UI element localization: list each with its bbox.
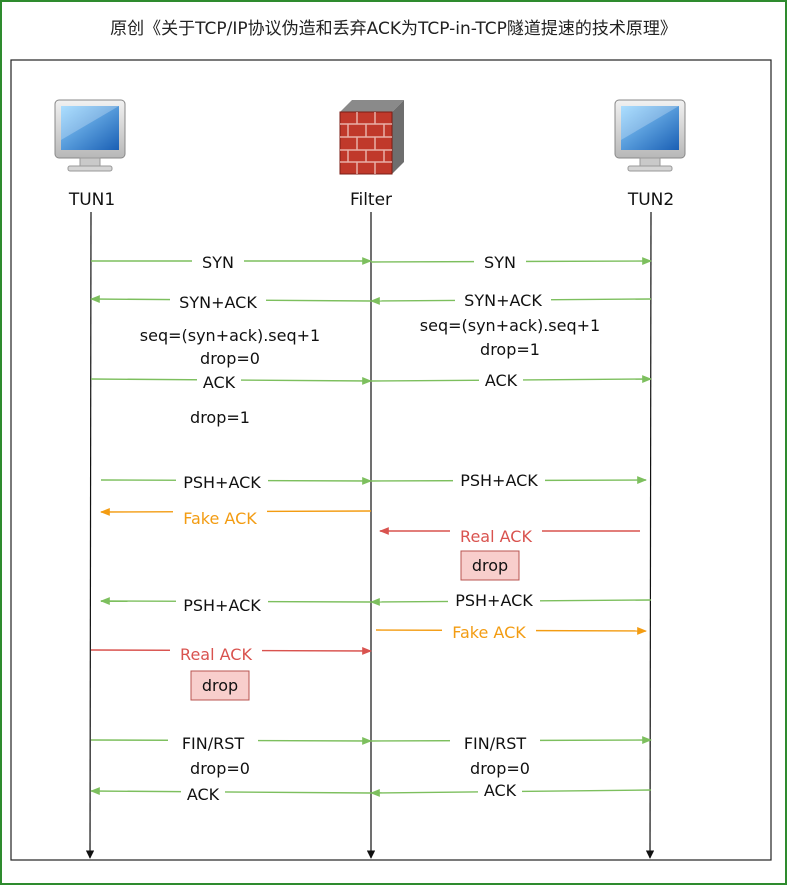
- drop-note-right-3: drop=0: [470, 759, 530, 778]
- syn-right-label: SYN: [484, 253, 516, 272]
- ackfin-left-arrow: [90, 787, 372, 795]
- synack-right-label: SYN+ACK: [464, 291, 542, 310]
- node-label-tun1: TUN1: [68, 190, 115, 210]
- fakeack2-label: Fake ACK: [452, 623, 526, 642]
- node-label-filter: Filter: [350, 190, 392, 210]
- firewall-icon: [339, 100, 404, 175]
- ack-left-label: ACK: [203, 373, 236, 392]
- pshack2-left-label: PSH+ACK: [183, 596, 261, 615]
- ackfin-left-label: ACK: [187, 785, 220, 804]
- computer-monitor-icon: [54, 99, 126, 172]
- drop-box-left: [190, 670, 250, 701]
- finrst-left-label: FIN/RST: [182, 734, 245, 753]
- drop-note-left-2: drop=1: [190, 408, 250, 427]
- drop-box-right-label: drop: [472, 556, 508, 575]
- drop-box-left-label: drop: [202, 676, 238, 695]
- ackfin-right-label: ACK: [484, 781, 517, 800]
- seq-note-left: seq=(syn+ack).seq+1: [140, 326, 320, 345]
- lifeline-tun1: [85, 211, 95, 859]
- computer-monitor-icon: [614, 99, 686, 172]
- pshack2-right-label: PSH+ACK: [455, 591, 533, 610]
- synack-left-label: SYN+ACK: [179, 293, 257, 312]
- drop-box-right: [460, 550, 520, 581]
- ack-right-label: ACK: [485, 371, 518, 390]
- pshack1-right-label: PSH+ACK: [460, 471, 538, 490]
- drop-note-left-1: drop=0: [200, 349, 260, 368]
- pshack1-left-label: PSH+ACK: [183, 473, 261, 492]
- realack2-label: Real ACK: [180, 645, 252, 664]
- drop-note-left-3: drop=0: [190, 759, 250, 778]
- realack1-label: Real ACK: [460, 527, 532, 546]
- node-label-tun2: TUN2: [627, 190, 674, 210]
- seq-note-right: seq=(syn+ack).seq+1: [420, 316, 600, 335]
- diagram-panel: [10, 59, 772, 861]
- lifeline-tun2: [645, 211, 655, 859]
- drop-note-right-1: drop=1: [480, 340, 540, 359]
- fakeack1-label: Fake ACK: [183, 509, 257, 528]
- syn-left-label: SYN: [202, 253, 234, 272]
- finrst-right-label: FIN/RST: [464, 734, 527, 753]
- page-title: 原创《关于TCP/IP协议伪造和丢弃ACK为TCP-in-TCP隧道提速的技术原…: [110, 19, 677, 39]
